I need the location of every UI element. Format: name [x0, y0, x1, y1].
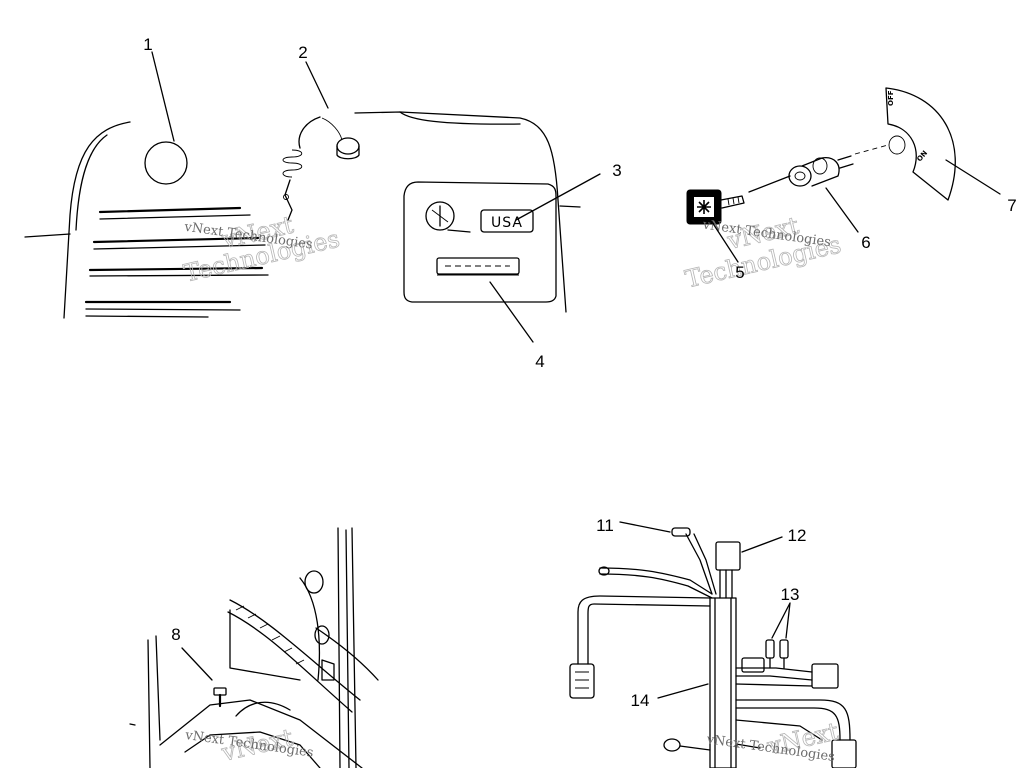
key-alignment-line [748, 175, 791, 193]
callout-3: 3 [612, 161, 621, 180]
part-12-connector[interactable] [715, 541, 741, 599]
hood-assembly [24, 111, 581, 319]
callout-4: 4 [535, 352, 544, 371]
switch-off-text: OFF [887, 90, 895, 106]
callout-14: 14 [631, 691, 650, 710]
usa-decal-text: USA [491, 215, 523, 231]
leader-11 [619, 521, 671, 533]
callout-13: 13 [781, 585, 800, 604]
part-7-switch-plate[interactable]: OFF ON [885, 87, 956, 201]
callout-1: 1 [143, 35, 152, 54]
callout-12: 12 [788, 526, 807, 545]
part-6-ignition-switch[interactable] [788, 155, 854, 187]
leader-2 [305, 61, 329, 109]
leader-5 [711, 221, 739, 263]
leader-6 [825, 187, 859, 233]
leader-13 [771, 602, 791, 639]
part-11-terminal[interactable] [671, 527, 691, 537]
leader-12 [741, 536, 783, 553]
callout-2: 2 [298, 43, 307, 62]
part-1-cap[interactable] [144, 141, 188, 185]
callout-8: 8 [171, 625, 180, 644]
leader-3 [515, 173, 601, 221]
part-2-tether-cap[interactable] [282, 116, 360, 221]
leader-1 [151, 51, 175, 142]
callout-11: 11 [596, 516, 614, 535]
leader-7 [945, 159, 1001, 195]
part-4-label-plate[interactable] [436, 257, 520, 276]
part-8-bolt[interactable] [213, 687, 227, 708]
callout-7: 7 [1007, 196, 1016, 215]
leader-14 [657, 683, 709, 699]
part-14-harness[interactable] [569, 533, 857, 768]
dash-panel [403, 181, 557, 303]
callout-5: 5 [735, 263, 744, 282]
part-3-usa-decal[interactable]: USA [480, 209, 534, 233]
frame-assembly [129, 527, 379, 768]
switch-on-text: ON [915, 149, 929, 163]
part-5-key[interactable] [686, 189, 745, 225]
switch-alignment-line [854, 144, 889, 155]
callout-6: 6 [861, 233, 870, 252]
leader-8 [181, 647, 213, 681]
part-13-fuse-holders[interactable] [765, 639, 789, 669]
leader-4 [489, 281, 534, 343]
ignition-bezel [425, 201, 471, 233]
